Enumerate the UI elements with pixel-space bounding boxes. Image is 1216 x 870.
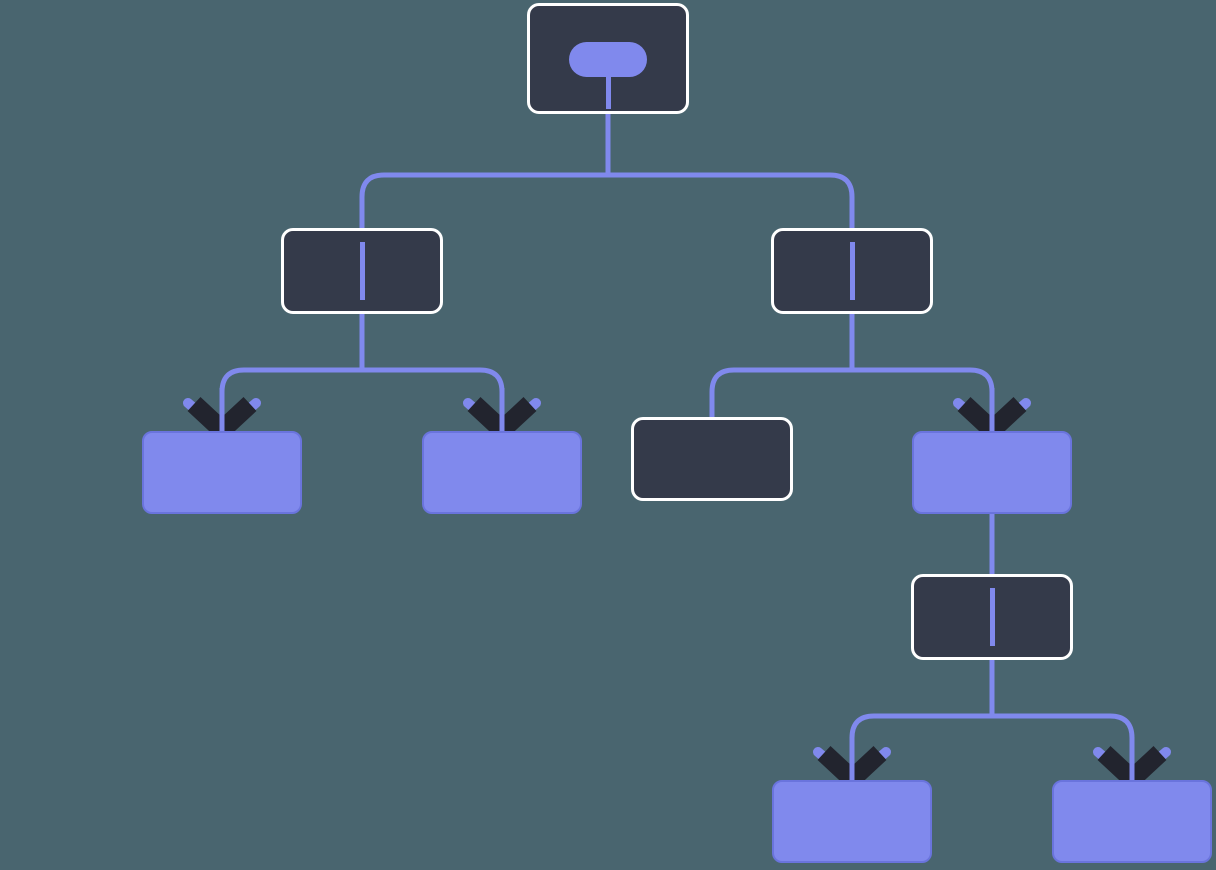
node-leaf-deep-b[interactable]: leaf-deep-b <box>1052 780 1212 863</box>
node-glyph-pill <box>569 42 647 77</box>
node-glyph-bar <box>989 588 995 646</box>
node-glyph-bar <box>849 242 855 300</box>
node-leaf-left-a[interactable]: leaf-left-a <box>142 431 302 514</box>
edge-n-r1-to-n-r1a <box>709 314 855 419</box>
node-node-plain-dark[interactable]: node-plain-dark <box>631 417 793 501</box>
node-glyph-bar <box>359 242 365 300</box>
edge-n-root-to-n-r1 <box>605 114 855 228</box>
node-leaf-right-b[interactable]: leaf-right-b <box>912 431 1072 514</box>
node-leaf-deep-a[interactable]: leaf-deep-a <box>772 780 932 863</box>
node-leaf-left-b[interactable]: leaf-left-b <box>422 431 582 514</box>
edge-n-root-to-n-l1 <box>359 114 611 228</box>
node-glyph-stem <box>605 77 611 109</box>
